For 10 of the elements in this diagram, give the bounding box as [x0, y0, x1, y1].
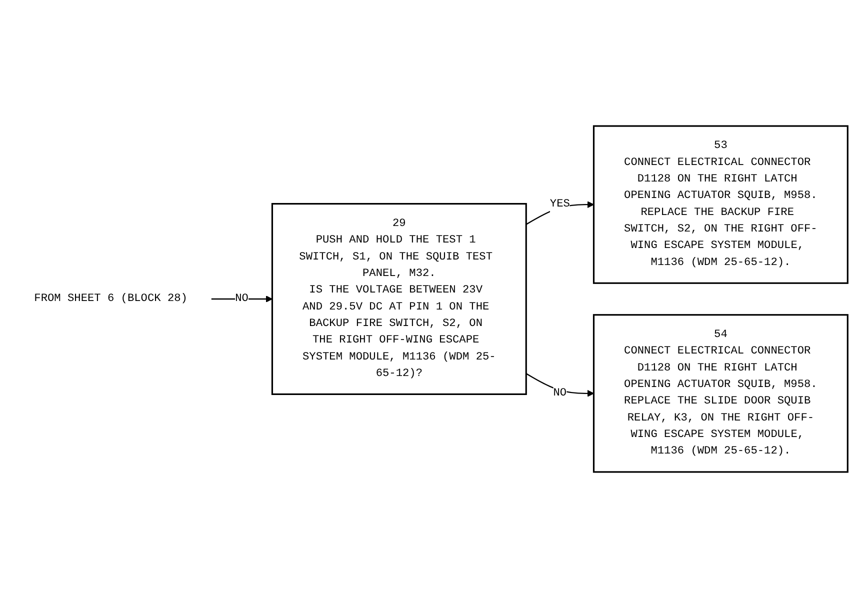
edge-label: YES: [550, 198, 570, 211]
edge-label: NO: [553, 386, 567, 400]
node-box: 54 CONNECT ELECTRICAL CONNECTOR D1128 ON THE RIGHT LATCH OPENING ACTUATOR SQUIB, M958. REPLACE THE SLIDE DOOR SQUIB RELAY, K3, ON THE RIGHT OFF-WING ESCAPE SYSTEM MODULE, M1136 (WDM 25-65-12).: [592, 314, 848, 473]
node-text: FROM SHEET 6 (BLOCK 28): [34, 292, 188, 305]
node-box: 29 PUSH AND HOLD THE TEST 1 SWITCH, S1, ON THE SQUIB TEST PANEL, M32. IS THE VOLTAGE BETWEEN 23V AND 29.5V DC AT PIN 1 ON THE BACKUP FIRE SWITCH, S2, ON THE RIGHT OFF-WING ESCAPE SYSTEM MODULE, M1136 (WDM 25-65-12)?: [271, 203, 527, 395]
arrow: [526, 373, 594, 397]
node-box: 53 CONNECT ELECTRICAL CONNECTOR D1128 ON THE RIGHT LATCH OPENING ACTUATOR SQUIB, M958. REPLACE THE BACKUP FIRE SWITCH, S2, ON THE RIGHT OFF-WING ESCAPE SYSTEM MODULE, M1136 (WDM 25-65-12).: [592, 125, 848, 284]
edge-label: NO: [235, 292, 248, 305]
arrow: [526, 201, 594, 225]
arrow: [211, 296, 273, 302]
